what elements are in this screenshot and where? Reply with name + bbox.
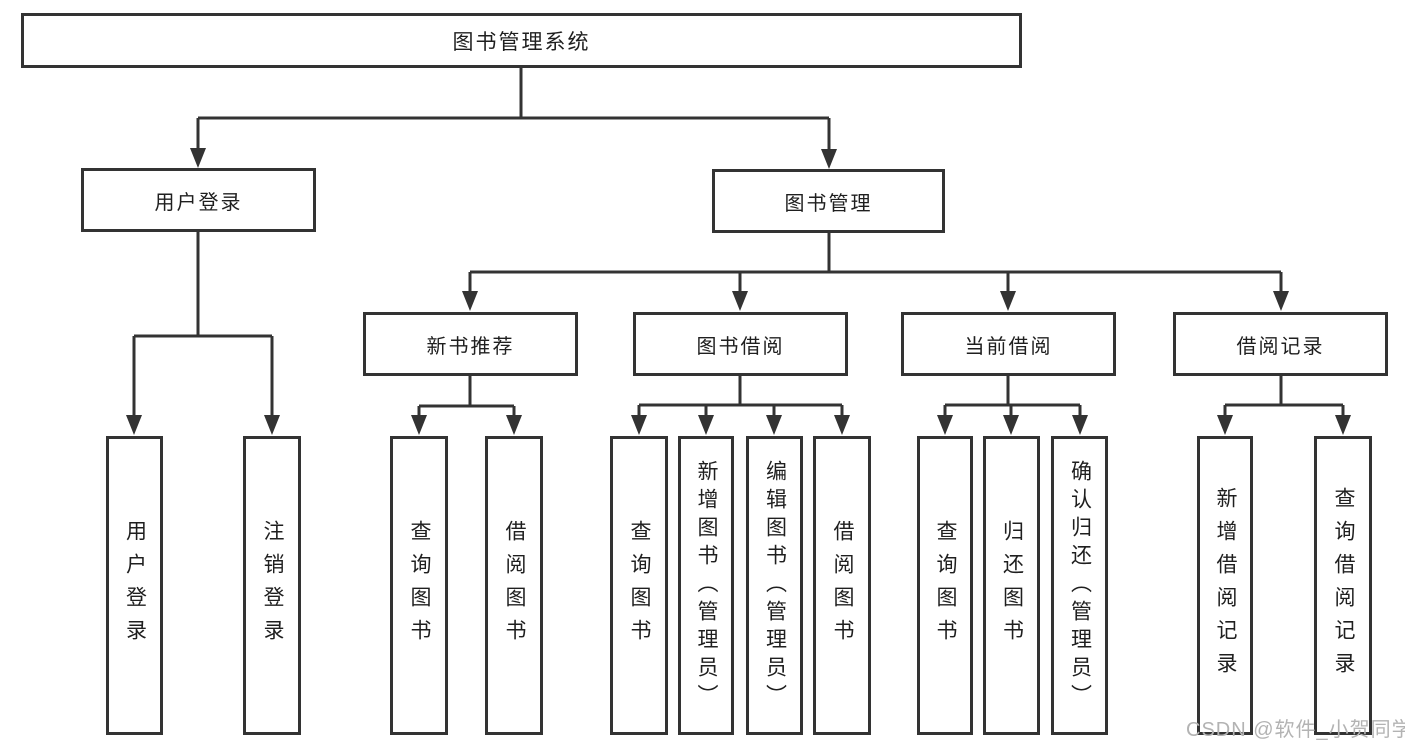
arrowheads xyxy=(126,148,1351,435)
node-library-system: 图书管理系统 xyxy=(21,13,1022,68)
leaf-newbooks-query-books: 查询图书 xyxy=(390,436,448,735)
leaf-borrow-edit-books-admin: 编辑图书（管理员） xyxy=(746,436,803,735)
node-new-book-recommend: 新书推荐 xyxy=(363,312,578,376)
leaf-records-add-record: 新增借阅记录 xyxy=(1197,436,1253,735)
leaf-logout: 注销登录 xyxy=(243,436,301,735)
csdn-watermark: CSDN @软件_小贺同学 xyxy=(1186,719,1405,741)
node-book-borrow: 图书借阅 xyxy=(633,312,848,376)
node-book-management: 图书管理 xyxy=(712,169,945,233)
leaf-current-confirm-return-admin: 确认归还（管理员） xyxy=(1051,436,1108,735)
leaf-borrow-borrow-books: 借阅图书 xyxy=(813,436,871,735)
node-borrow-records: 借阅记录 xyxy=(1173,312,1388,376)
leaf-current-query-books: 查询图书 xyxy=(917,436,973,735)
leaf-newbooks-borrow-books: 借阅图书 xyxy=(485,436,543,735)
leaf-borrow-query-books: 查询图书 xyxy=(610,436,668,735)
leaf-current-return-books: 归还图书 xyxy=(983,436,1040,735)
leaf-borrow-add-books-admin: 新增图书（管理员） xyxy=(678,436,734,735)
node-current-borrow: 当前借阅 xyxy=(901,312,1116,376)
leaf-records-query-record: 查询借阅记录 xyxy=(1314,436,1372,735)
leaf-user-login: 用户登录 xyxy=(106,436,163,735)
node-user-login: 用户登录 xyxy=(81,168,316,232)
